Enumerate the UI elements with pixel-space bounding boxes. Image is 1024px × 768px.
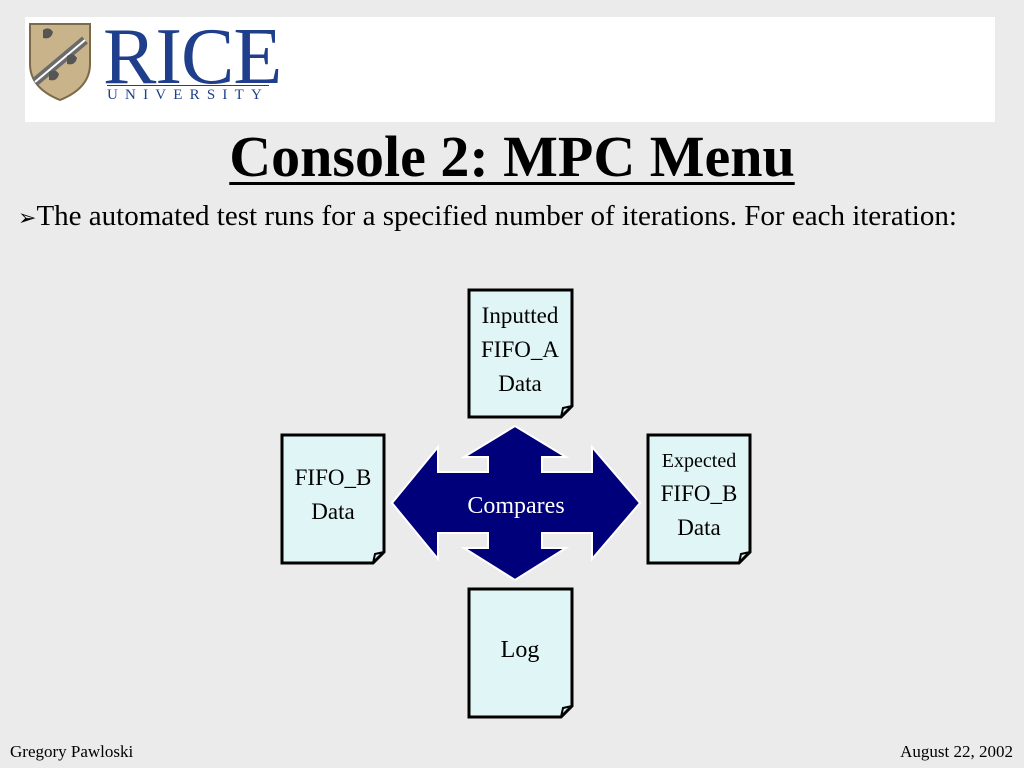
doc-right-line-1: Expected (662, 450, 736, 472)
four-way-arrow-icon (390, 424, 642, 582)
doc-fifo-b: FIFO_B Data (280, 433, 386, 565)
bullet-item: ➢The automated test runs for a specified… (18, 196, 1018, 239)
doc-log: Log (467, 587, 574, 719)
doc-bottom-line-1: Log (501, 637, 540, 663)
doc-inputted-fifo-a: Inputted FIFO_A Data (467, 288, 574, 419)
bullet-text: The automated test runs for a specified … (36, 200, 957, 232)
center-label: Compares (467, 493, 564, 519)
doc-left-line-1: FIFO_B (295, 465, 372, 490)
doc-top-line-3: Data (498, 371, 541, 396)
footer-date: August 22, 2002 (900, 742, 1013, 761)
rice-shield-icon (29, 23, 91, 102)
doc-right-line-3: Data (677, 515, 720, 540)
footer-author: Gregory Pawloski (10, 742, 134, 761)
doc-right-line-2: FIFO_B (661, 481, 738, 506)
logo-wordmark: RICE (103, 13, 282, 101)
logo-subtitle: UNIVERSITY (107, 85, 269, 103)
logo-banner: RICE UNIVERSITY (25, 17, 995, 122)
slide-title: Console 2: MPC Menu (229, 124, 795, 189)
doc-left-line-2: Data (311, 499, 354, 524)
doc-top-line-2: FIFO_A (481, 337, 559, 362)
bullet-arrow-icon: ➢ (18, 206, 37, 231)
doc-expected-fifo-b: Expected FIFO_B Data (646, 433, 752, 565)
doc-top-line-1: Inputted (482, 303, 559, 328)
